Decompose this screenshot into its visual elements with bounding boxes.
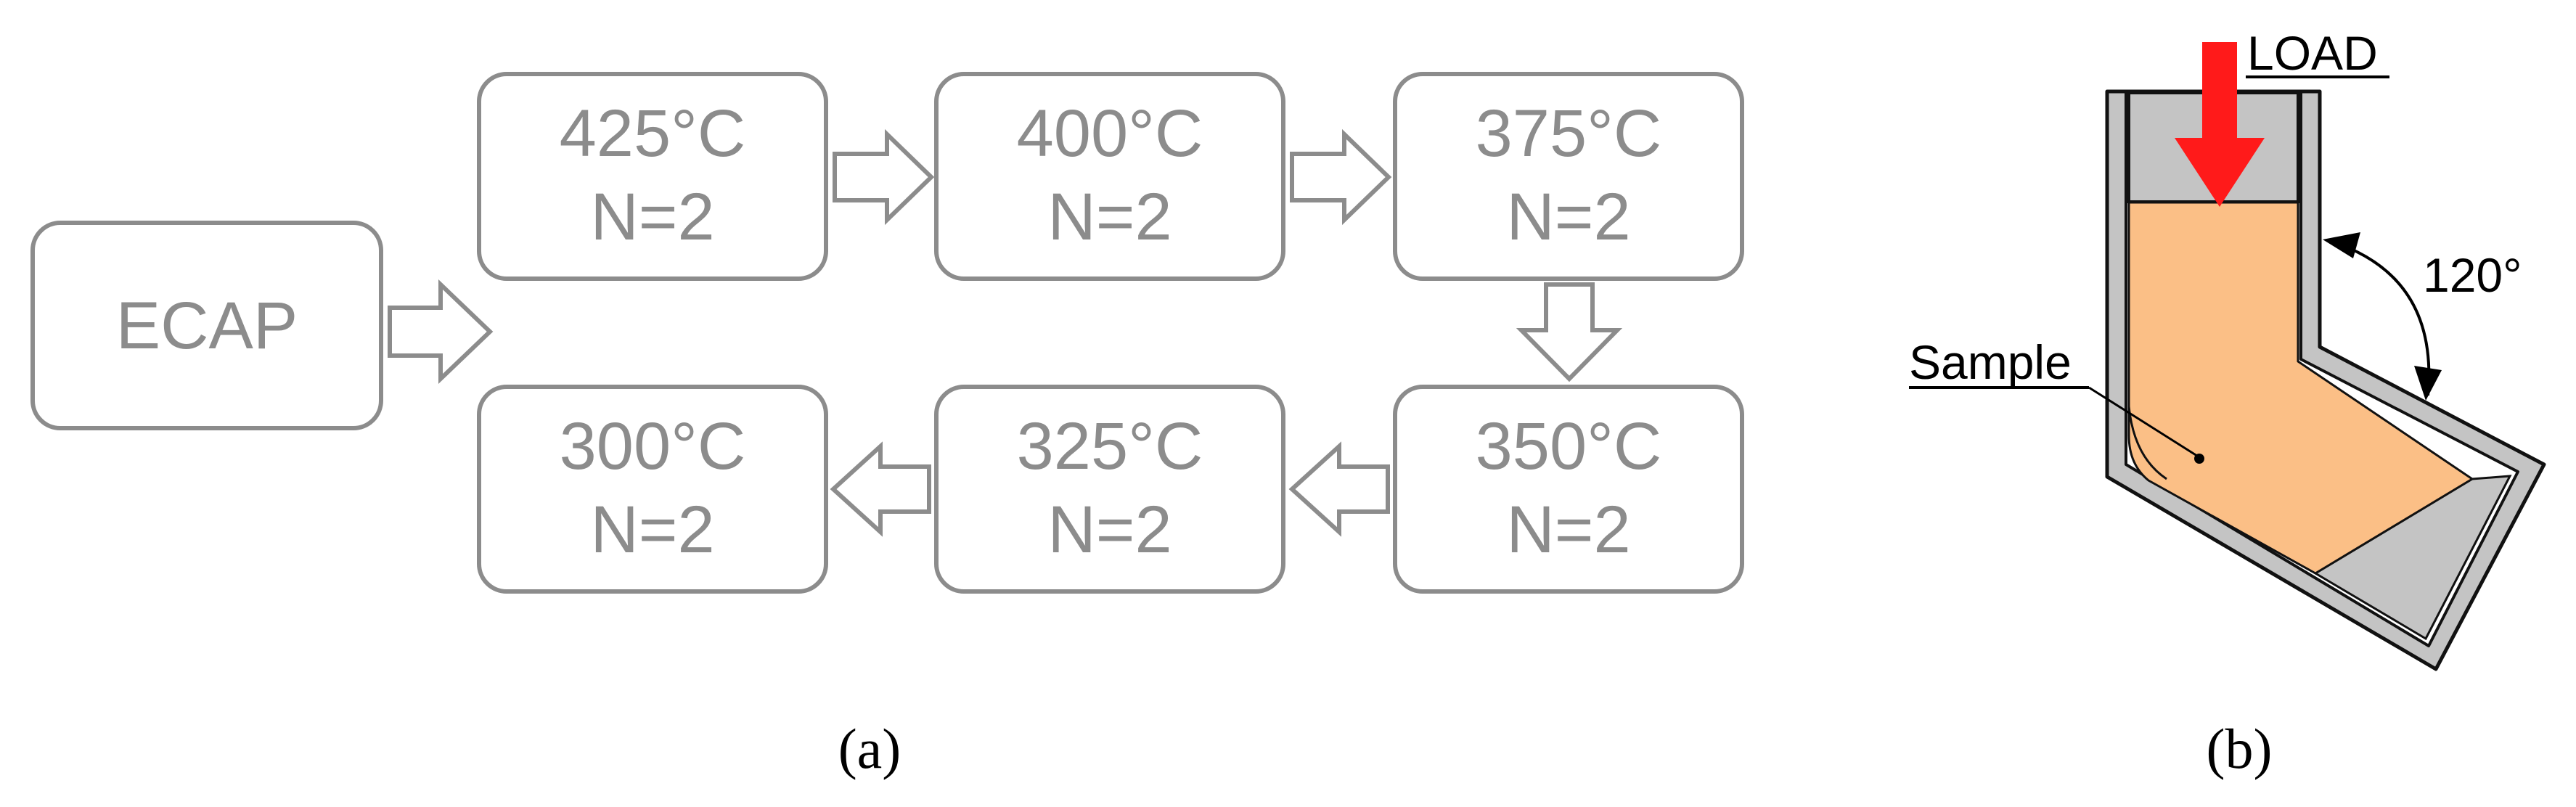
angle-arc	[2329, 239, 2431, 396]
caption-b: (b)	[2207, 717, 2273, 780]
flow-arrow-left-icon	[1288, 441, 1390, 537]
step-box-375: 375°C N=2	[1393, 72, 1744, 281]
angle-arrowhead-top-icon	[2323, 232, 2360, 258]
step-passes: N=2	[1047, 180, 1172, 254]
flow-arrow-left-icon	[830, 441, 931, 537]
caption-a: (a)	[838, 717, 901, 780]
step-temp: 400°C	[1017, 97, 1203, 171]
sample-body	[2127, 201, 2474, 575]
flow-arrow-down-icon	[1516, 282, 1623, 382]
sample-leader-dot	[2194, 454, 2204, 464]
step-box-425: 425°C N=2	[477, 72, 828, 281]
step-passes: N=2	[590, 180, 714, 254]
sample-label: Sample	[1909, 335, 2072, 389]
step-temp: 375°C	[1476, 97, 1662, 171]
panel-a-flowchart: ECAP 425°C N=2 400°C N=2 375°C N=2 350°C	[30, 72, 1744, 780]
sample-corner-curve	[2127, 406, 2167, 480]
flow-arrow-right-icon	[833, 128, 935, 226]
ecap-label: ECAP	[116, 289, 298, 363]
step-box-325: 325°C N=2	[934, 385, 1285, 594]
step-passes: N=2	[1506, 493, 1630, 567]
flow-arrow-right-icon	[1290, 128, 1392, 226]
step-temp: 425°C	[560, 97, 746, 171]
angle-arrowhead-bottom-icon	[2414, 366, 2442, 401]
step-temp: 325°C	[1017, 409, 1203, 483]
step-passes: N=2	[1506, 180, 1630, 254]
load-label: LOAD	[2247, 26, 2378, 80]
load-arrow-icon	[2175, 42, 2265, 207]
step-box-350: 350°C N=2	[1393, 385, 1744, 594]
step-box-300: 300°C N=2	[477, 385, 828, 594]
ecap-box: ECAP	[30, 221, 383, 430]
step-temp: 350°C	[1476, 409, 1662, 483]
step-temp: 300°C	[560, 409, 746, 483]
step-box-400: 400°C N=2	[934, 72, 1285, 281]
step-passes: N=2	[1047, 493, 1172, 567]
angle-label: 120°	[2423, 248, 2522, 302]
sample-leader-line	[2088, 386, 2200, 459]
flow-arrow-right-icon	[388, 279, 494, 385]
panel-b-die-schematic: LOAD 120° Sample (b)	[1909, 26, 2546, 780]
step-passes: N=2	[590, 493, 714, 567]
